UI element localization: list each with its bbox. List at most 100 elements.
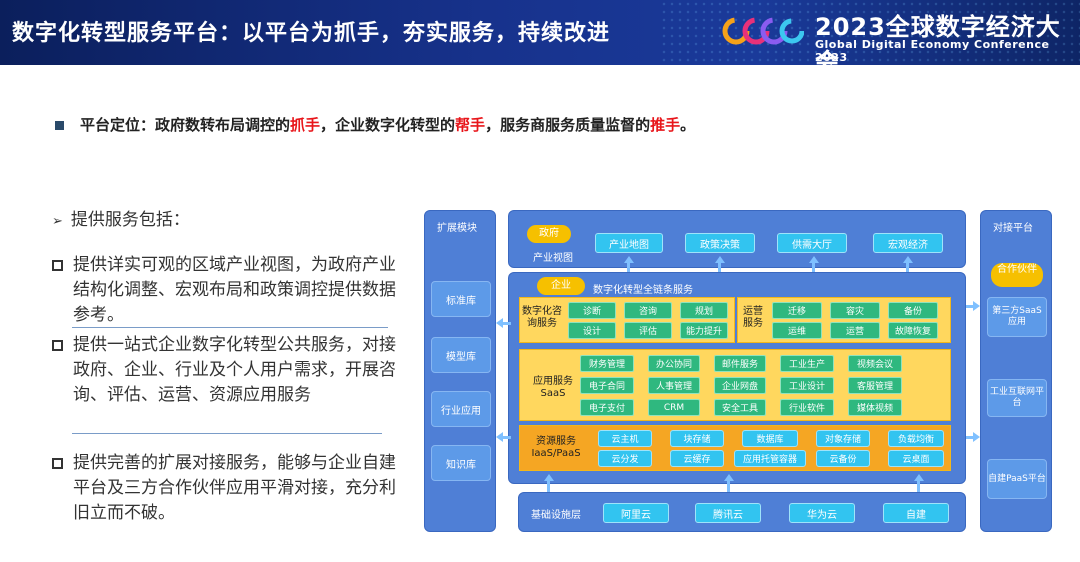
iaas-item[interactable]: 云分发 [598,450,652,467]
saas-item[interactable]: 安全工具 [714,399,766,416]
iaas-label: 资源服务IaaS/PaaS [531,436,581,459]
infra-self-built[interactable]: 自建 [883,503,949,523]
operations-services-block: 运营服务 迁移 容灾 备份 运维 运营 故障恢复 [737,297,951,343]
ops-disaster-recovery[interactable]: 容灾 [830,302,880,319]
services-intro-text: 提供服务包括： [70,210,190,230]
consult-evaluation[interactable]: 评估 [624,322,672,339]
positioning-prefix: 平台定位：政府数转布局调控的 [80,116,291,134]
positioning-mid1: ，企业数字化转型的 [320,116,456,134]
saas-item[interactable]: CRM [648,399,700,416]
ops-backup[interactable]: 备份 [888,302,938,319]
consult-capability[interactable]: 能力提升 [680,322,728,339]
ops-fault-recovery[interactable]: 故障恢复 [888,322,938,339]
saas-item[interactable]: 电子合同 [580,377,634,394]
saas-item[interactable]: 办公协同 [648,355,700,372]
square-bullet-icon [55,121,64,130]
iaas-item[interactable]: 数据库 [742,430,798,447]
positioning-mid2: ，服务商服务质量监督的 [485,116,651,134]
consult-design[interactable]: 设计 [568,322,616,339]
page-title: 数字化转型服务平台：以平台为抓手，夯实服务，持续改进 [12,21,611,46]
keyword-pusher: 推手 [650,116,681,134]
gov-industry-map[interactable]: 产业地图 [595,233,663,253]
iaas-item[interactable]: 块存储 [670,430,724,447]
iaas-item[interactable]: 云备份 [816,450,870,467]
saas-item[interactable]: 客服管理 [848,377,902,394]
platform-positioning: 平台定位：政府数转布局调控的抓手，企业数字化转型的帮手，服务商服务质量监督的推手… [55,114,695,135]
full-chain-services-title: 数字化转型全链条服务 [593,285,693,296]
module-models[interactable]: 模型库 [431,337,491,373]
saas-item[interactable]: 人事管理 [648,377,700,394]
infrastructure-label: 基础设施层 [531,510,581,521]
consult-planning[interactable]: 规划 [680,302,728,319]
ops-maintenance[interactable]: 运维 [772,322,822,339]
enterprise-badge: 企业 [537,277,585,295]
gov-macro-economy[interactable]: 宏观经济 [873,233,943,253]
infra-huawei-cloud[interactable]: 华为云 [789,503,855,523]
keyword-helper: 帮手 [455,116,486,134]
platform-third-party-saas[interactable]: 第三方SaaS应用 [987,297,1047,337]
consult-diagnosis[interactable]: 诊断 [568,302,616,319]
industry-view-label: 产业视图 [533,253,573,264]
infra-aliyun[interactable]: 阿里云 [603,503,669,523]
iaas-item[interactable]: 云桌面 [888,450,944,467]
consult-consulting[interactable]: 咨询 [624,302,672,319]
conference-title: 2023全球数字经济大会 [815,13,1061,65]
saas-item[interactable]: 媒体视频 [848,399,902,416]
iaas-item[interactable]: 云缓存 [670,450,724,467]
module-knowledge[interactable]: 知识库 [431,445,491,481]
iaas-paas-services-block: 资源服务IaaS/PaaS 云主机 块存储 数据库 对象存储 负载均衡 云分发 … [519,425,951,471]
integration-platforms-panel: 对接平台 合作伙伴 第三方SaaS应用 工业互联网平台 自建PaaS平台 [980,210,1052,532]
divider [72,433,382,434]
infra-tencent-cloud[interactable]: 腾讯云 [695,503,761,523]
platform-self-built-paas[interactable]: 自建PaaS平台 [987,459,1047,499]
header-banner: 数字化转型服务平台：以平台为抓手，夯实服务，持续改进 2023全球数字经济大会 … [0,0,1080,65]
positioning-suffix: 。 [680,116,696,134]
saas-services-block: 应用服务SaaS 财务管理 办公协同 邮件服务 工业生产 视频会议 电子合同 人… [519,349,951,421]
banner-dot-pattern [660,0,1080,65]
saas-label: 应用服务SaaS [533,376,573,399]
saas-item[interactable]: 邮件服务 [714,355,766,372]
services-intro: ➢ 提供服务包括： [52,205,190,230]
checkbox-bullet-icon [52,260,63,271]
iaas-item[interactable]: 对象存储 [816,430,870,447]
government-layer: 政府 产业视图 产业地图 政策决策 供需大厅 宏观经济 [508,210,966,268]
saas-item[interactable]: 电子支付 [580,399,634,416]
extension-modules-title: 扩展模块 [437,223,477,234]
gov-badge: 政府 [527,225,571,243]
saas-item[interactable]: 财务管理 [580,355,634,372]
ops-operations[interactable]: 运营 [830,322,880,339]
divider [72,327,388,328]
partner-badge: 合作伙伴 [991,263,1043,287]
iaas-item[interactable]: 云主机 [598,430,652,447]
saas-item[interactable]: 工业生产 [780,355,834,372]
iaas-item[interactable]: 负载均衡 [888,430,944,447]
checkbox-bullet-icon [52,458,63,469]
ops-migration[interactable]: 迁移 [772,302,822,319]
platform-industrial-internet[interactable]: 工业互联网平台 [987,379,1047,417]
operations-label: 运营服务 [743,306,763,329]
saas-item[interactable]: 工业设计 [780,377,834,394]
arrow-bullet-icon: ➢ [52,214,63,229]
extension-modules-panel: 扩展模块 标准库 模型库 行业应用 知识库 [424,210,496,532]
integration-platforms-title: 对接平台 [993,223,1033,234]
gov-supply-demand-hall[interactable]: 供需大厅 [777,233,847,253]
saas-item[interactable]: 视频会议 [848,355,902,372]
infrastructure-layer: 基础设施层 阿里云 腾讯云 华为云 自建 [518,492,966,532]
service-item: 提供一站式企业数字化转型公共服务，对接政府、企业、行业及个人用户需求，开展咨询、… [52,333,408,408]
consulting-services-block: 数字化咨询服务 诊断 咨询 规划 设计 评估 能力提升 [519,297,735,343]
iaas-item[interactable]: 应用托管容器 [734,450,806,467]
service-item: 提供完善的扩展对接服务，能够与企业自建平台及三方合作伙伴应用平滑对接，充分利旧立… [52,451,408,526]
service-item: 提供详实可观的区域产业视图，为政府产业结构化调整、宏观布局和政策调控提供数据参考… [52,253,408,328]
saas-item[interactable]: 行业软件 [780,399,834,416]
checkbox-bullet-icon [52,340,63,351]
saas-item[interactable]: 企业网盘 [714,377,766,394]
keyword-grip: 抓手 [290,116,321,134]
gov-policy-decision[interactable]: 政策决策 [685,233,755,253]
module-standards[interactable]: 标准库 [431,281,491,317]
service-item-text: 提供完善的扩展对接服务，能够与企业自建平台及三方合作伙伴应用平滑对接，充分利旧立… [73,453,396,523]
enterprise-layer: 企业 数字化转型全链条服务 数字化咨询服务 诊断 咨询 规划 设计 评估 能力提… [508,272,966,484]
conference-subtitle: Global Digital Economy Conference 2023 [815,38,1050,64]
module-industry-apps[interactable]: 行业应用 [431,391,491,427]
consulting-label: 数字化咨询服务 [522,306,562,329]
service-item-text: 提供一站式企业数字化转型公共服务，对接政府、企业、行业及个人用户需求，开展咨询、… [73,335,396,405]
